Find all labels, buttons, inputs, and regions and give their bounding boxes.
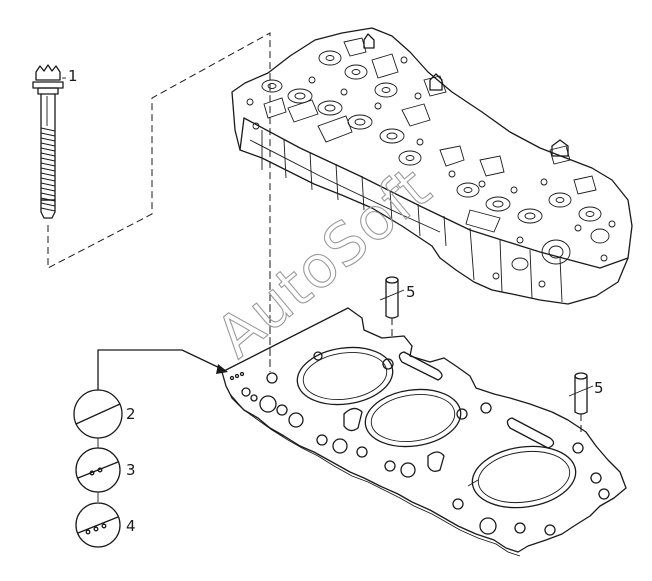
- variant-leader-line: [97, 349, 225, 391]
- dowel-pin-lower: [568, 372, 594, 436]
- callout-5-lower: 5: [594, 379, 604, 397]
- callout-2: 2: [126, 405, 136, 423]
- head-bolt: [32, 64, 64, 219]
- callout-1: 1: [68, 67, 78, 85]
- head-gasket: [221, 307, 627, 557]
- dowel-pin-upper: [379, 276, 405, 340]
- gasket-variant-4: [75, 502, 121, 548]
- variant-leader-arrow: [216, 364, 228, 374]
- gasket-variant-2: [73, 389, 123, 439]
- cylinder-head: [231, 27, 633, 305]
- gasket-variant-3: [75, 447, 121, 493]
- autosoft-watermark: AutoSoft: [203, 153, 444, 370]
- callout-5-upper: 5: [406, 283, 416, 301]
- callout-4: 4: [126, 517, 136, 535]
- bolt-install-path: [47, 32, 271, 360]
- callout-3: 3: [126, 461, 136, 479]
